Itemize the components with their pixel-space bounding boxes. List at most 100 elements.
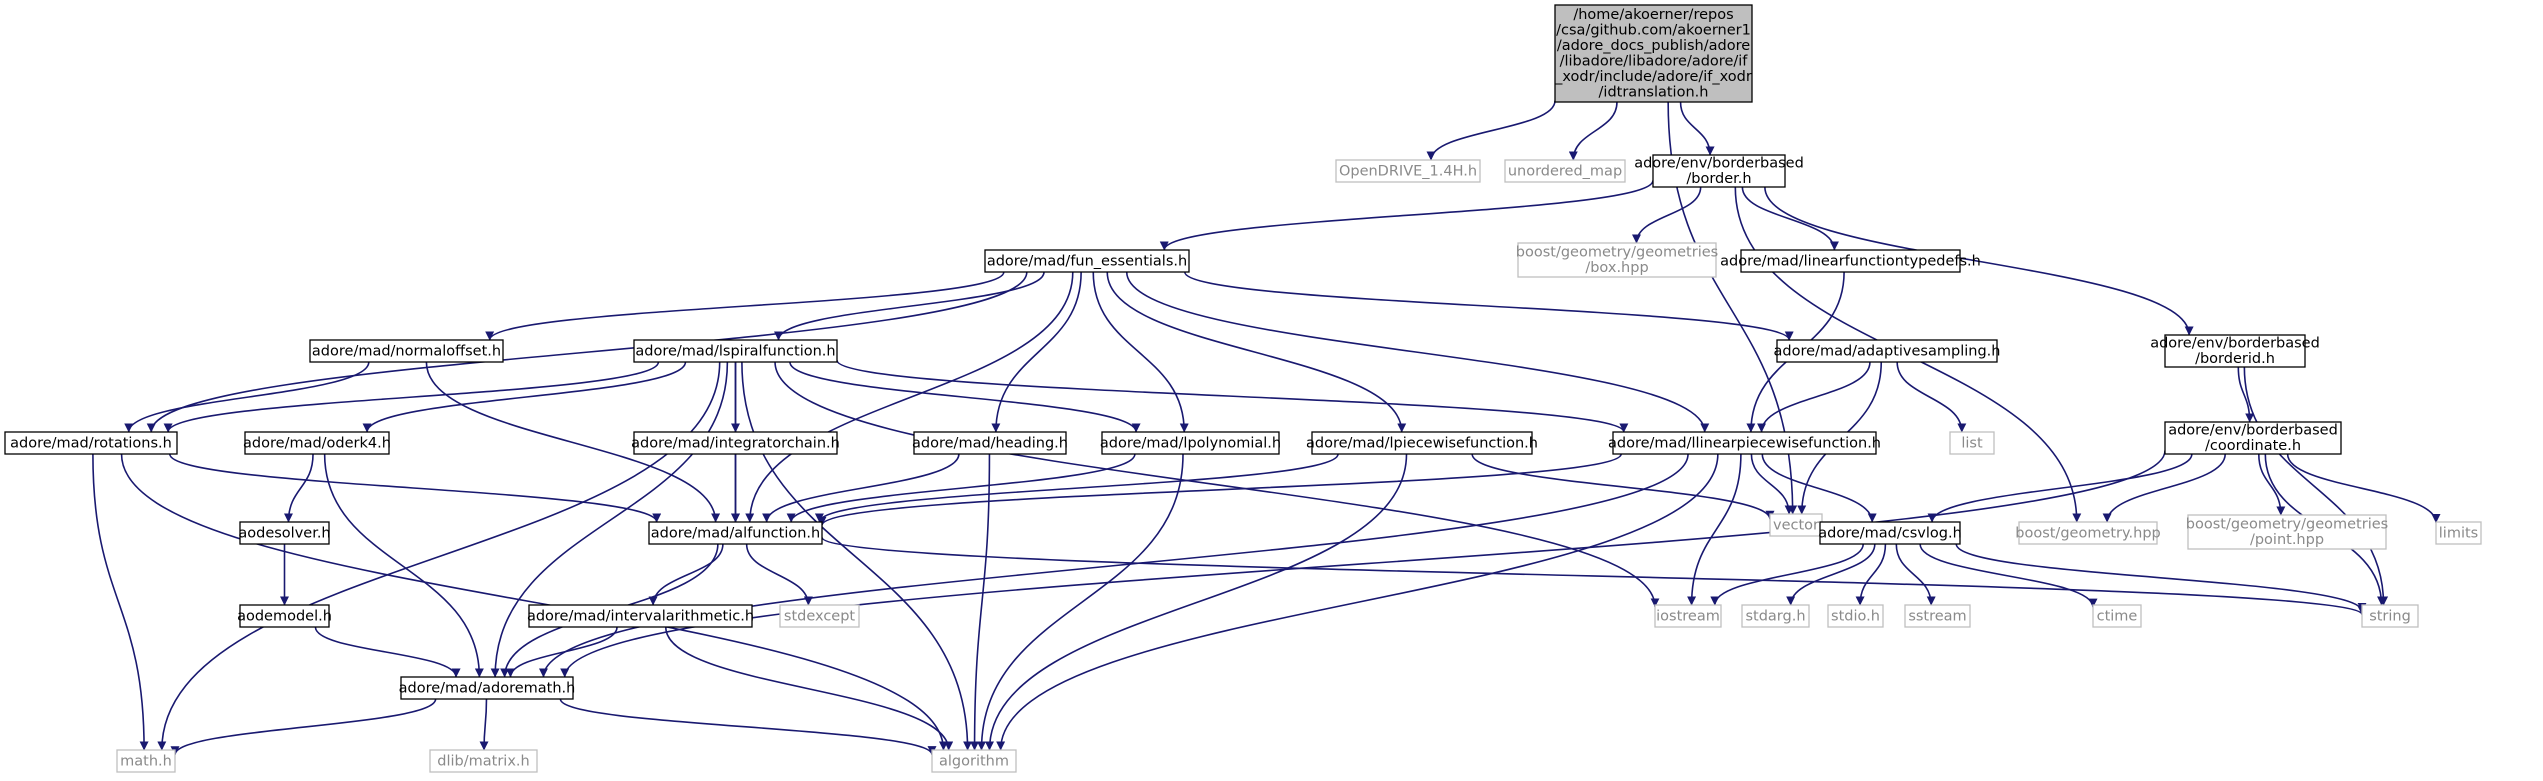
node-sstream: sstream [1904, 604, 1971, 628]
node-label-line: adore/mad/heading.h [912, 435, 1068, 451]
node-label-line: adore/mad/lspiralfunction.h [635, 343, 835, 359]
node-string: string [2361, 604, 2419, 628]
edge-adoremath-to-algorithm [559, 698, 937, 756]
node-linearfunctiontypedefs[interactable]: adore/mad/linearfunctiontypedefs.h [1720, 249, 1981, 273]
node-box [2018, 521, 2158, 545]
node-label-line: adore/mad/rotations.h [10, 435, 172, 451]
node-boost_geometry: boost/geometry.hpp [2015, 521, 2161, 545]
node-label-line: /box.hpp [1585, 260, 1648, 276]
edge-borderid-to-coordinate [2237, 366, 2255, 423]
node-label-line: dlib/matrix.h [437, 753, 529, 769]
node-box [1741, 604, 1810, 628]
node-box [239, 604, 330, 628]
node-label-line: _xodr/include/adore/if_xodr [1554, 69, 1752, 85]
edge-alfunction-to-stdexcept [745, 543, 813, 606]
node-adoremath[interactable]: adore/mad/adoremath.h [399, 676, 576, 700]
node-box [2361, 604, 2419, 628]
node-limits: limits [2435, 521, 2482, 545]
edge-alfunction-to-string [821, 536, 2367, 616]
edge-border-to-box [1631, 186, 1702, 244]
node-llinearpiecewisefunction[interactable]: adore/mad/llinearpiecewisefunction.h [1608, 431, 1881, 455]
edge-lspiralfunction-to-adoremath [490, 361, 729, 678]
edge-csvlog-to-sstream [1895, 543, 1936, 606]
node-box [1504, 159, 1626, 183]
node-csvlog[interactable]: adore/mad/csvlog.h [1818, 521, 1962, 545]
node-point: boost/geometry/geometries/point.hpp [2186, 514, 2388, 550]
edge-oderk4-to-aodesolver [283, 453, 314, 523]
node-label-line: adore/mad/intervalarithmetic.h [527, 608, 754, 624]
node-aodemodel[interactable]: aodemodel.h [237, 604, 332, 628]
node-box [1740, 249, 1961, 273]
node-alfunction[interactable]: adore/mad/alfunction.h [648, 521, 823, 545]
node-box [400, 676, 574, 700]
node-box [528, 604, 753, 628]
node-label-line: adore/env/borderbased [1634, 156, 1804, 172]
node-coordinate[interactable]: adore/env/borderbased/coordinate.h [2164, 421, 2342, 455]
node-integratorchain[interactable]: adore/mad/integratorchain.h [631, 431, 840, 455]
edge-lspiralfunction-to-oderk4 [362, 361, 687, 433]
edge-border-to-linearfunctiontypedefs [1741, 186, 1839, 251]
node-label-line: algorithm [939, 753, 1009, 769]
edge-rotations-to-alfunction [168, 453, 662, 523]
node-label-line: /libadore/libadore/adore/if [1560, 54, 1749, 70]
node-label-line: /borderid.h [2195, 351, 2275, 367]
edge-csvlog-to-string [1955, 543, 2367, 612]
node-stdio: stdio.h [1827, 604, 1884, 628]
node-heading[interactable]: adore/mad/heading.h [912, 431, 1068, 455]
edge-coordinate-to-adoremath [560, 450, 2166, 678]
node-label-line: /idtranslation.h [1599, 85, 1709, 101]
node-label-line: boost/geometry/geometries [2186, 517, 2388, 533]
node-box [4, 431, 178, 455]
node-label-line: OpenDRIVE_1.4H.h [1339, 163, 1477, 179]
node-label-line: string [2369, 608, 2411, 624]
node-lpolynomial[interactable]: adore/mad/lpolynomial.h [1100, 431, 1281, 455]
node-label-line: stdarg.h [1745, 608, 1805, 624]
node-iostream: iostream [1654, 604, 1722, 628]
edge-oderk4-to-adoremath [323, 453, 484, 678]
edge-rotations-to-math [92, 453, 149, 751]
node-lpiecewisefunction[interactable]: adore/mad/lpiecewisefunction.h [1306, 431, 1538, 455]
node-rotations[interactable]: adore/mad/rotations.h [4, 431, 178, 455]
edge-border-to-fun_essentials [1159, 180, 1654, 251]
node-box [244, 431, 390, 455]
node-box [633, 431, 838, 455]
edge-normaloffset-to-rotations [124, 361, 370, 433]
node-box [984, 249, 1190, 273]
node-border[interactable]: adore/env/borderbased/border.h [1634, 154, 1804, 188]
node-box [309, 339, 504, 363]
node-borderid[interactable]: adore/env/borderbased/borderid.h [2150, 334, 2320, 368]
edge-csvlog-to-stdarg [1786, 543, 1876, 606]
node-normaloffset[interactable]: adore/mad/normaloffset.h [309, 339, 504, 363]
node-label-line: adore/mad/adoremath.h [399, 680, 576, 696]
node-ctime: ctime [2092, 604, 2142, 628]
edge-coordinate-to-limits [2286, 453, 2441, 524]
node-lspiralfunction[interactable]: adore/mad/lspiralfunction.h [633, 339, 838, 363]
edge-rotations-to-algorithm [120, 453, 948, 751]
edge-fun_essentials-to-alfunction [745, 271, 1074, 523]
node-aodesolver[interactable]: aodesolver.h [238, 521, 331, 545]
node-label-line: stdio.h [1831, 608, 1880, 624]
node-box [429, 749, 538, 773]
node-label-line: adore/mad/csvlog.h [1818, 525, 1962, 541]
node-intervalarithmetic[interactable]: adore/mad/intervalarithmetic.h [527, 604, 754, 628]
node-label-line: adore/mad/fun_essentials.h [987, 253, 1187, 269]
edge-intervalarithmetic-to-adoremath [505, 626, 618, 678]
node-label-line: list [1961, 435, 1983, 451]
node-label-line: adore/mad/lpolynomial.h [1100, 435, 1281, 451]
node-opendrive: OpenDRIVE_1.4H.h [1335, 159, 1481, 183]
node-label-line: /csa/github.com/akoerner1 [1556, 23, 1751, 39]
node-fun_essentials[interactable]: adore/mad/fun_essentials.h [984, 249, 1190, 273]
edge-lpiecewisefunction-to-algorithm [985, 453, 1408, 751]
edge-lpiecewisefunction-to-vector [1471, 453, 1775, 520]
node-box [1776, 339, 1998, 363]
edge-fun_essentials-to-lpolynomial [1092, 271, 1189, 433]
edge-heading-to-algorithm [970, 453, 991, 751]
node-oderk4[interactable]: adore/mad/oderk4.h [243, 431, 391, 455]
nodes-layer: /home/akoerner/repos/csa/github.com/akoe… [4, 4, 2482, 773]
node-label-line: /border.h [1686, 171, 1751, 187]
node-adaptivesampling[interactable]: adore/mad/adaptivesampling.h [1774, 339, 2001, 363]
edge-coordinate-to-boost_geometry [2102, 453, 2227, 523]
node-root[interactable]: /home/akoerner/repos/csa/github.com/akoe… [1554, 4, 1753, 103]
node-box [1652, 154, 1786, 188]
